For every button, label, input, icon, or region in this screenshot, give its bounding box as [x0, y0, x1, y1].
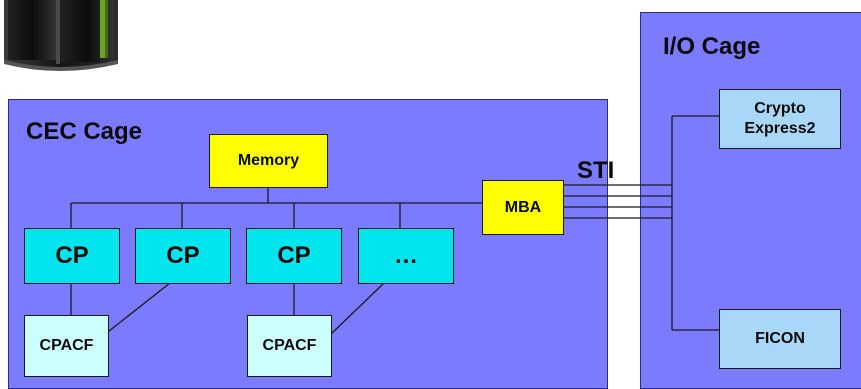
memory-box: Memory — [209, 134, 328, 188]
cp-box-2: CP — [135, 228, 231, 284]
cp2-cpacf-link — [104, 283, 170, 335]
cp4-cpacf-link — [330, 283, 384, 335]
cp-box-1: CP — [24, 228, 120, 284]
mba-box: MBA — [482, 180, 564, 235]
crypto-express2-card: Crypto Express2 — [719, 89, 841, 149]
ficon-card: FICON — [719, 309, 841, 369]
cpacf-box-1: CPACF — [24, 315, 109, 377]
sti-label: STI — [577, 157, 614, 185]
cp-box-3: CP — [246, 228, 342, 284]
cpacf-box-2: CPACF — [247, 315, 332, 377]
cp-box-ellipsis: … — [358, 228, 454, 284]
